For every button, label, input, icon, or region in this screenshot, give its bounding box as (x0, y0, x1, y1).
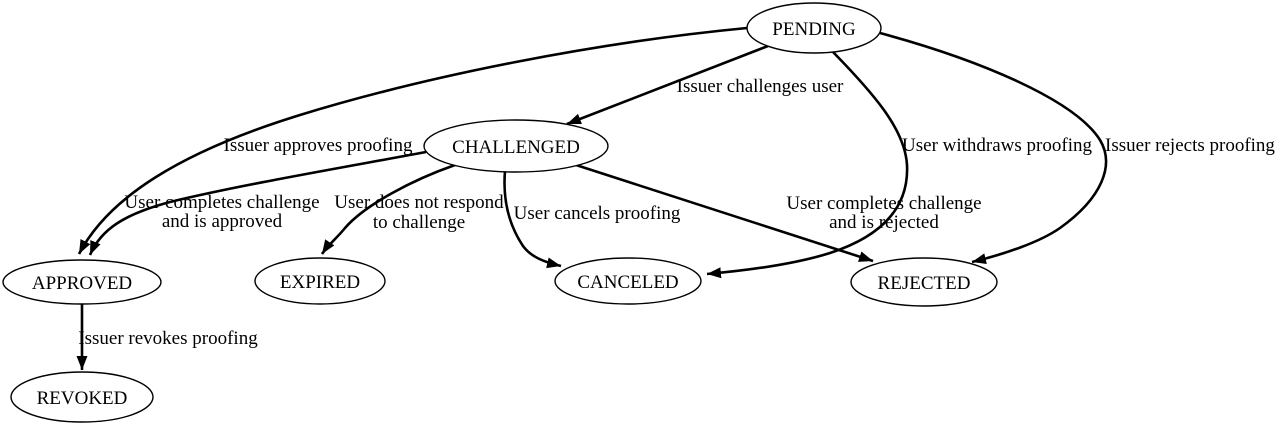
node-expired-label: EXPIRED (280, 272, 360, 293)
edge-pending-rejected: Issuer rejects proofing (879, 31, 1275, 265)
node-approved-ellipse (2, 259, 162, 305)
node-revoked: REVOKED (10, 371, 154, 423)
edge-challenged-canceled-label: User cancels proofing (514, 203, 681, 224)
edge-challenged-expired-label-line2: to challenge (373, 212, 465, 233)
edge-challenged-approved-label-line2: and is approved (162, 211, 283, 232)
node-canceled-ellipse (554, 257, 702, 305)
node-pending-label: PENDING (772, 19, 856, 40)
edge-challenged-expired: User does not respond to challenge (320, 163, 504, 255)
edge-approved-revoked: Issuer revokes proofing (76, 304, 258, 370)
edge-pending-approved: Issuer approves proofing (77, 26, 748, 255)
edge-challenged-rejected: User completes challenge and is rejected (575, 163, 982, 263)
node-rejected-label: REJECTED (878, 273, 971, 294)
edge-pending-approved-path (77, 26, 748, 255)
edge-pending-challenged: Issuer challenges user (566, 44, 844, 126)
edge-pending-rejected-path (879, 31, 1108, 265)
edge-challenged-expired-path (320, 163, 456, 255)
node-pending: PENDING (746, 2, 882, 54)
node-canceled: CANCELED (554, 257, 702, 305)
edge-challenged-approved-path (88, 150, 427, 256)
edge-challenged-rejected-label-line2: and is rejected (829, 212, 939, 233)
edge-challenged-rejected-path (575, 163, 874, 263)
edge-challenged-canceled: User cancels proofing (503, 170, 681, 269)
node-challenged-ellipse (423, 119, 609, 173)
edge-challenged-expired-label-line1: User does not respond (334, 192, 504, 213)
node-approved: APPROVED (2, 259, 162, 305)
edge-challenged-approved: User completes challenge and is approved (88, 150, 427, 256)
node-revoked-label: REVOKED (37, 388, 128, 409)
node-expired-ellipse (254, 257, 386, 305)
edge-pending-approved-label: Issuer approves proofing (224, 135, 413, 156)
node-approved-label: APPROVED (32, 273, 132, 294)
node-canceled-label: CANCELED (577, 272, 678, 293)
node-expired: EXPIRED (254, 257, 386, 305)
edge-challenged-rejected-label-line1: User completes challenge (786, 193, 981, 214)
edge-pending-canceled-label: User withdraws proofing (902, 135, 1092, 156)
node-challenged: CHALLENGED (423, 119, 609, 173)
edge-pending-canceled-path (706, 51, 909, 279)
edge-challenged-canceled-path (503, 170, 562, 269)
edge-pending-canceled: User withdraws proofing (706, 51, 1092, 279)
node-revoked-ellipse (10, 371, 154, 423)
edge-pending-challenged-label: Issuer challenges user (677, 76, 844, 97)
node-rejected: REJECTED (850, 257, 998, 307)
edge-pending-rejected-label: Issuer rejects proofing (1105, 135, 1275, 156)
edge-pending-challenged-path (566, 44, 769, 126)
edge-challenged-approved-label-line1: User completes challenge (124, 192, 319, 213)
edge-approved-revoked-label: Issuer revokes proofing (78, 328, 258, 349)
node-pending-ellipse (746, 2, 882, 54)
node-challenged-label: CHALLENGED (452, 137, 580, 158)
node-rejected-ellipse (850, 257, 998, 307)
